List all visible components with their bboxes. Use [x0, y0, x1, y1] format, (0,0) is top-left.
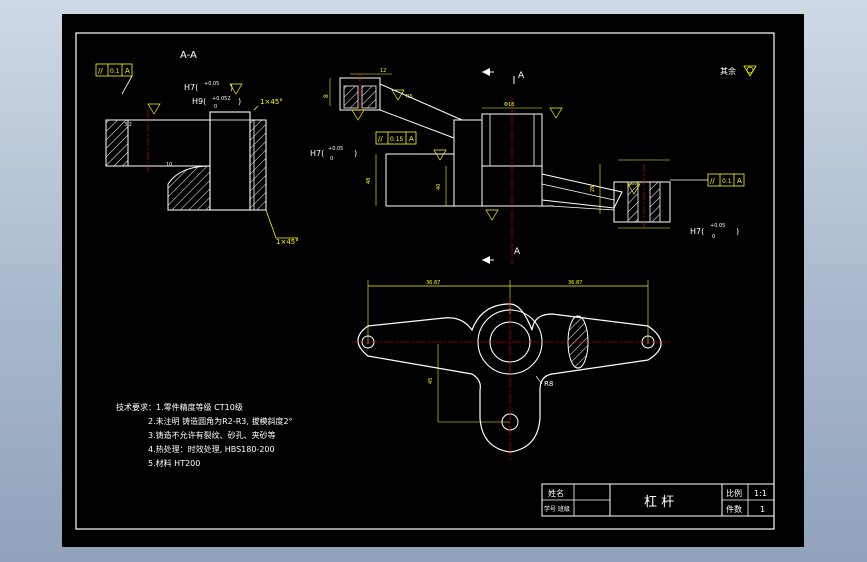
- fit-h7-right: H7(: [690, 227, 704, 236]
- tolerance-frame-parallel: // 0.1 A: [95, 63, 133, 77]
- roughness-note: 其余: [720, 66, 736, 76]
- cad-drawing: A-A // 0.1 A H7( +0.05 ) H9( +0.052 0 ) …: [75, 32, 775, 530]
- tech-req-item2: 2.未注明 铸造圆角为R2-R3, 拔模斜度2°: [148, 416, 293, 426]
- view-marker-bottom: A: [514, 247, 521, 257]
- tolerance-frame-parallel-right: // 0.1 A: [707, 173, 745, 187]
- tolerance-symbol: //: [98, 67, 103, 75]
- fit-h7-mid-lower: 0: [330, 156, 333, 162]
- fit-h9-lower: 0: [214, 104, 217, 110]
- fit-h9: H9(: [192, 97, 206, 106]
- svg-text:28: 28: [590, 186, 596, 192]
- svg-text:8: 8: [323, 94, 330, 98]
- fit-h7-top-close: ): [230, 83, 233, 92]
- dim-left: 36.87: [426, 280, 440, 286]
- drawing-canvas: A-A // 0.1 A H7( +0.05 ) H9( +0.052 0 ) …: [62, 14, 804, 547]
- fit-h7-top: H7(: [184, 83, 198, 92]
- section-label: A-A: [180, 50, 197, 61]
- fit-h7-mid: H7(: [310, 149, 324, 158]
- tolerance-value: 0.1: [110, 68, 120, 75]
- front-view: A A 8 12 R5 // 0.15 A H7( +0.05 0 ): [310, 65, 757, 264]
- top-view: 36.87 36.87 45 R8: [352, 280, 670, 460]
- title-count-label: 件数: [726, 504, 742, 514]
- title-part-name: 杠 杆: [644, 494, 674, 510]
- drawing-border: [75, 32, 775, 530]
- fit-h7-right-close: ): [736, 227, 739, 236]
- fit-h7-mid-close: ): [354, 149, 357, 158]
- fit-h7-right-upper: +0.05: [710, 223, 725, 229]
- tech-req-item4: 4.热处理：时效处理, HBS180-200: [148, 444, 275, 454]
- tolerance-right-symbol: //: [710, 177, 715, 185]
- svg-text:10: 10: [166, 162, 172, 168]
- tech-req-item3: 3.铸造不允许有裂纹、砂孔、夹砂等: [148, 430, 276, 440]
- fit-h7-right-lower: 0: [712, 234, 715, 240]
- tolerance-mid-symbol: //: [378, 135, 383, 143]
- fit-h9-close: ): [238, 97, 241, 106]
- radius-label: R8: [544, 380, 553, 388]
- tolerance-frame-parallel-mid: // 0.15 A: [375, 131, 417, 145]
- svg-text:12: 12: [380, 68, 386, 74]
- tolerance-datum: A: [125, 67, 130, 75]
- svg-text:Φ18: Φ18: [504, 102, 514, 108]
- title-scale-value: 1:1: [754, 489, 767, 498]
- svg-text:40: 40: [436, 184, 442, 190]
- tech-req-heading: 技术要求：1.零件精度等级 CT10级: [116, 402, 243, 412]
- section-view-aa: A-A // 0.1 A H7( +0.05 ) H9( +0.052 0 ) …: [95, 50, 299, 246]
- title-scale-label: 比例: [726, 488, 742, 498]
- chamfer-top: 1×45°: [260, 98, 283, 106]
- title-count-value: 1: [760, 505, 765, 514]
- title-school-label: 学号 班级: [544, 505, 570, 513]
- chamfer-bottom: 1×45°: [276, 238, 299, 246]
- fit-h7-mid-upper: +0.05: [328, 146, 343, 152]
- tolerance-right-value: 0.1: [722, 178, 732, 185]
- title-name-label: 姓名: [548, 488, 564, 498]
- fit-h9-upper: +0.052: [212, 96, 231, 102]
- tolerance-mid-value: 0.15: [390, 136, 404, 143]
- fit-h7-top-upper: +0.05: [204, 81, 219, 87]
- title-block: 姓名 学号 班级 杠 杆 比例 1:1 件数 1: [541, 483, 775, 517]
- tolerance-mid-datum: A: [409, 135, 414, 143]
- tolerance-right-datum: A: [737, 177, 742, 185]
- tech-req-item5: 5.材料 HT200: [148, 458, 200, 468]
- view-marker-top: A: [518, 71, 525, 81]
- svg-text:48: 48: [366, 178, 372, 184]
- dim-right: 36.87: [568, 280, 582, 286]
- technical-requirements: 技术要求：1.零件精度等级 CT10级 2.未注明 铸造圆角为R2-R3, 拔模…: [116, 402, 293, 468]
- svg-text:45: 45: [428, 378, 434, 384]
